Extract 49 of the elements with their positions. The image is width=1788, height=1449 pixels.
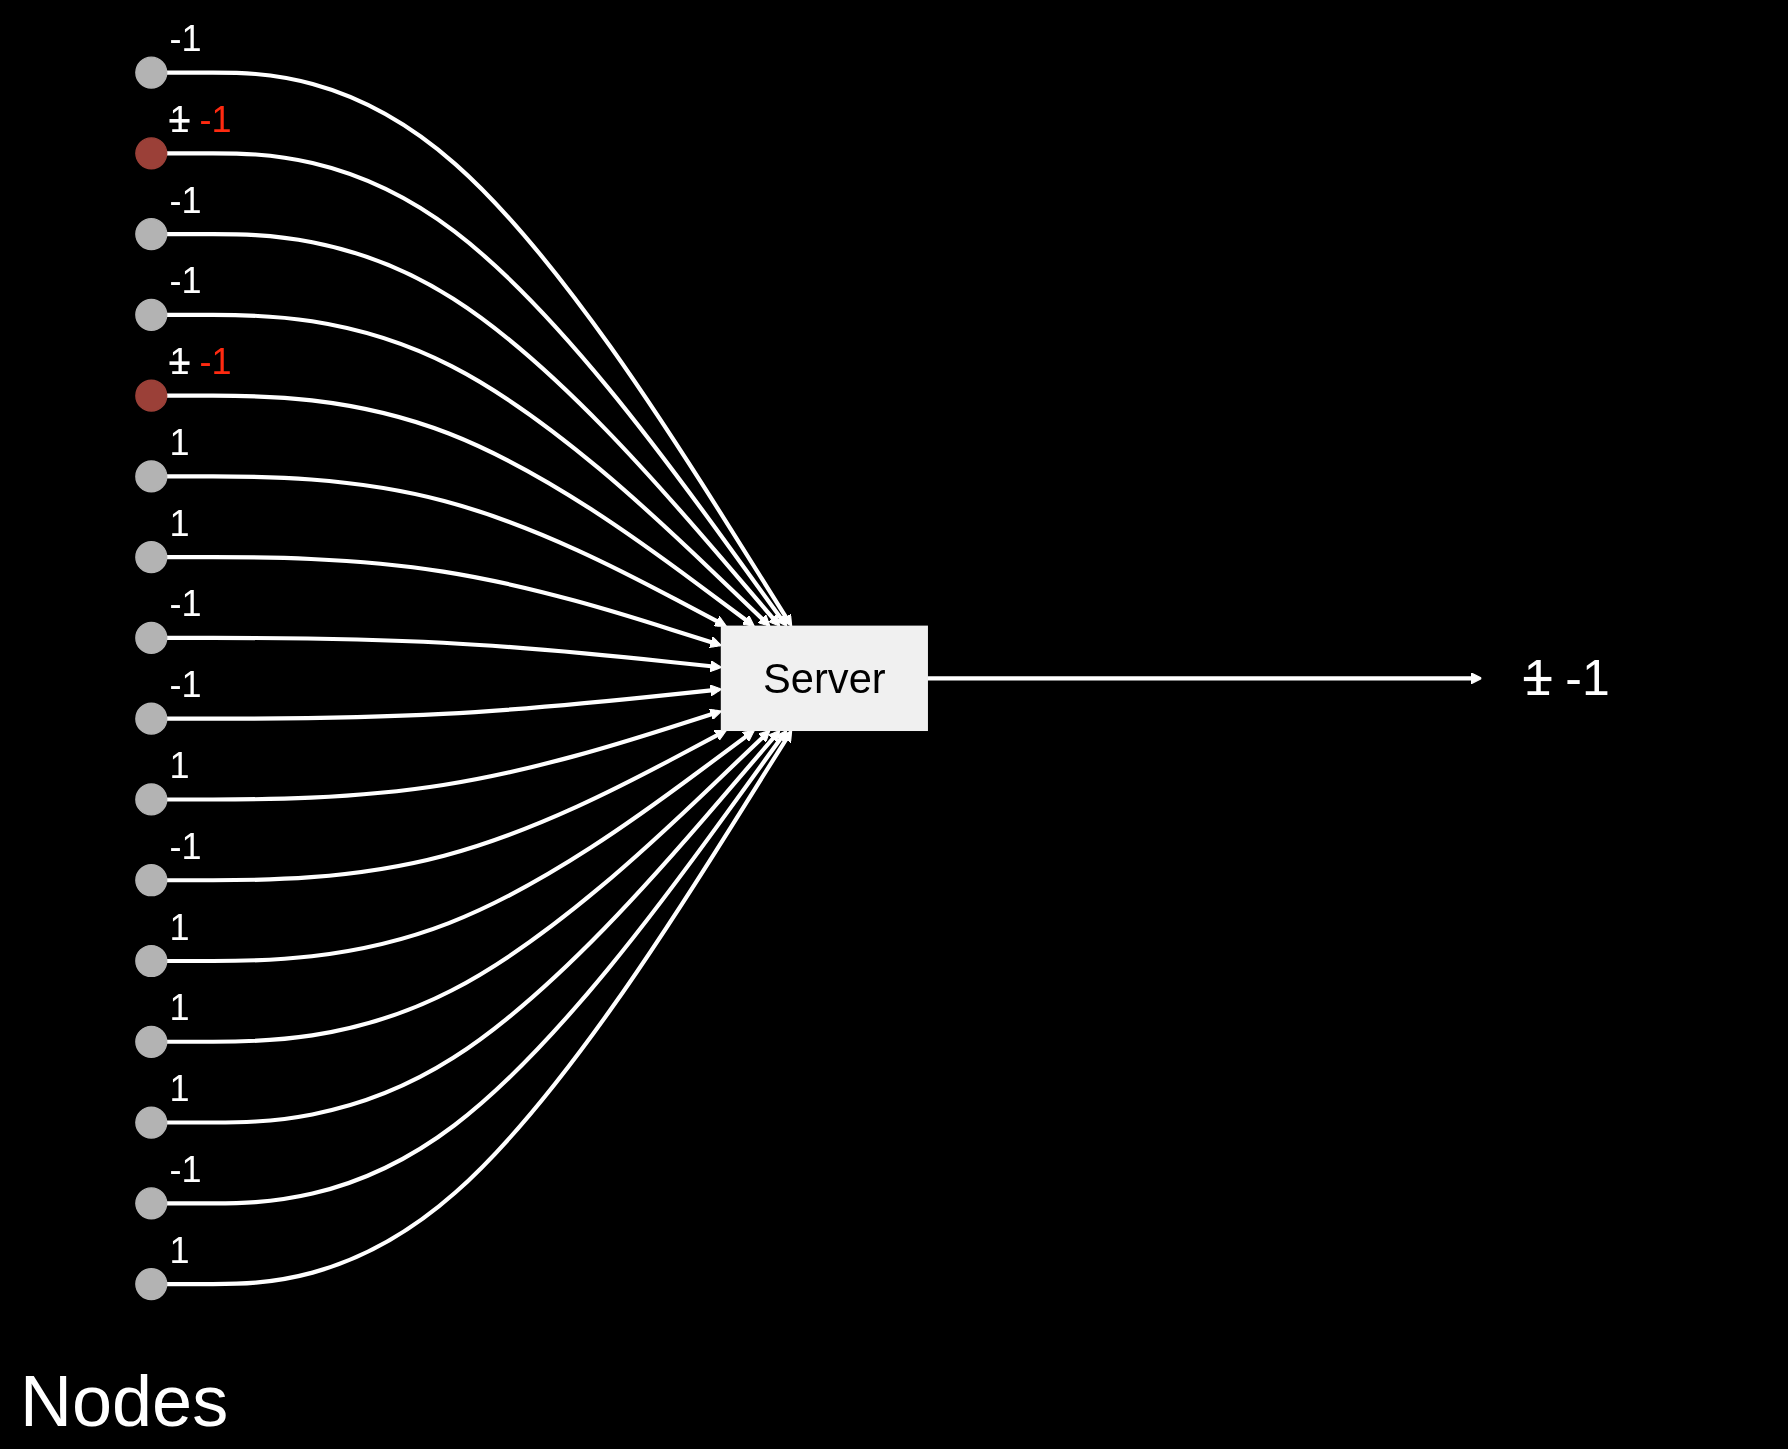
node-circle <box>135 56 168 89</box>
caption-text: Nodes <box>20 1360 229 1442</box>
node-circle <box>135 460 168 493</box>
value-label: 1 <box>169 502 190 544</box>
value-label: 1 -1 <box>169 341 233 383</box>
node-circle <box>135 379 168 412</box>
value-label: -1 <box>169 664 202 706</box>
arrow <box>167 312 771 627</box>
node-circle <box>135 218 168 251</box>
value-label: -1 <box>169 18 202 60</box>
arrow <box>927 672 1483 685</box>
network-diagram: Server 1 -1 -1 1 -1 -1 -1 1 -1 1 1 -1 -1 1 -1 1 1 1 -1 1 <box>122 5 1666 1325</box>
value-label: -1 <box>169 583 202 625</box>
value-label: -1 <box>169 179 202 221</box>
value-label: -1 <box>169 1148 202 1190</box>
node-circle <box>135 944 168 978</box>
arrow <box>167 393 756 627</box>
value-label: 1 -1 <box>169 98 233 140</box>
value-label: -1 <box>169 825 202 867</box>
arrow <box>167 729 771 1044</box>
arrow <box>167 729 793 1287</box>
value-label: 1 <box>169 987 190 1029</box>
node-circle <box>135 1187 168 1220</box>
node-circle <box>135 1106 168 1139</box>
node-circle <box>135 702 168 735</box>
arrow <box>167 474 728 627</box>
node-box <box>721 625 929 732</box>
node-text: 1 -1 <box>1524 649 1611 707</box>
node-circle <box>135 298 168 331</box>
value-label: -1 <box>169 260 202 302</box>
node-circle <box>135 783 168 816</box>
value-label: 1 <box>169 1068 190 1110</box>
value-label: 1 <box>169 744 190 786</box>
arrow <box>167 729 788 1206</box>
arrow <box>167 232 781 627</box>
value-label: 1 <box>169 906 190 948</box>
arrow <box>167 729 781 1125</box>
node-circle <box>135 1267 168 1301</box>
node-circle <box>135 137 168 170</box>
value-label: 1 <box>169 1229 190 1271</box>
arrow <box>167 729 728 883</box>
arrow <box>167 729 756 964</box>
arrow <box>167 70 793 627</box>
node-circle <box>135 864 168 897</box>
node-circle <box>135 541 168 574</box>
node-circle <box>135 1025 168 1058</box>
arrow <box>167 151 788 627</box>
value-label: 1 <box>169 421 190 463</box>
node-circle <box>135 621 168 655</box>
